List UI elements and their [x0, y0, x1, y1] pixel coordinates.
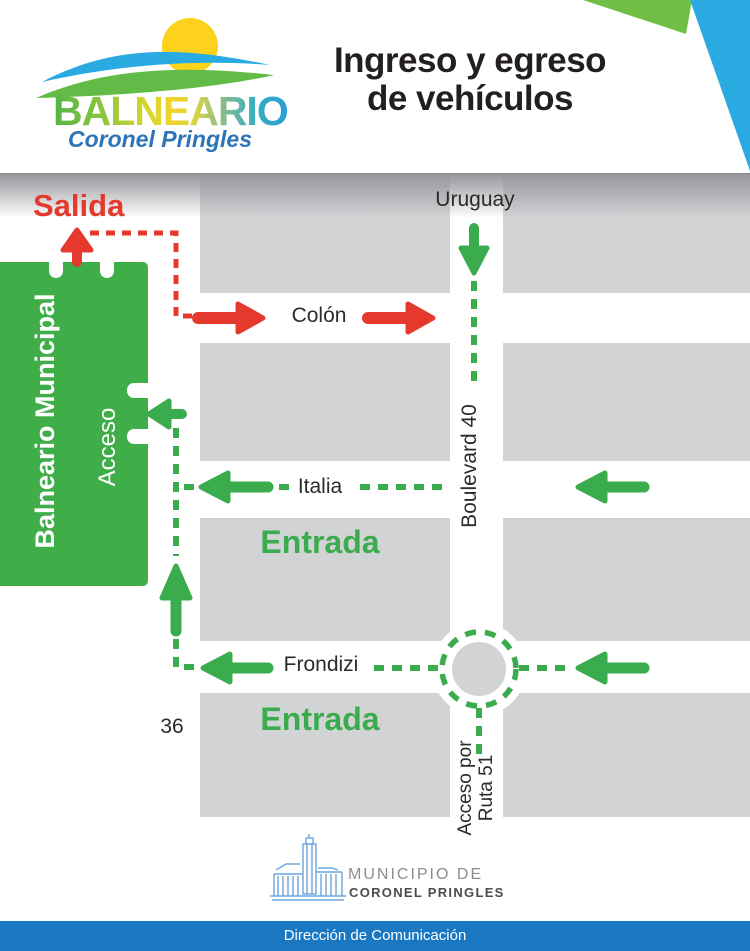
frondizi-far-east-arrow-left-icon: [575, 651, 650, 685]
entrada-label-lower: Entrada: [260, 701, 380, 737]
page-title-line1: Ingreso y egreso: [333, 41, 607, 80]
green-triangle-icon: [583, 0, 692, 34]
brand-wordmark: BALNEARIO: [53, 88, 289, 134]
street-label-uruguay: Uruguay: [435, 188, 515, 211]
map-top-shadow: [0, 173, 750, 218]
corner-decoration: [583, 0, 750, 171]
entrada-label-upper: Entrada: [260, 524, 380, 560]
footer-bar-text: Dirección de Comunicación: [283, 927, 467, 944]
cyan-triangle-icon: [690, 0, 750, 171]
italia-arrow-left-icon: [198, 470, 274, 504]
street-label-boulevard40: Boulevard 40: [458, 404, 481, 528]
city-block-e3: [503, 518, 750, 641]
exit-arrow-up-icon: [60, 227, 94, 267]
green-wave-icon: [36, 69, 274, 98]
salida-label: Salida: [33, 188, 125, 223]
facility-name-label: Balneario Municipal: [30, 293, 60, 549]
municipio-building-icon: [270, 834, 346, 901]
street-label-ruta51: Acceso por Ruta 51: [455, 728, 497, 848]
municipio-label-line1: MUNICIPIO DE: [348, 866, 484, 883]
access-arrow-up-icon: [159, 563, 193, 637]
ruta51-line2: Ruta 51: [476, 754, 497, 822]
uruguay-arrow-down-icon: [458, 223, 490, 276]
city-block-w2: [200, 343, 450, 461]
facility-access-notch: [127, 429, 148, 444]
page-title-line2: de vehículos: [366, 79, 574, 118]
balneario-facility-block: [0, 262, 148, 586]
header: BALNEARIO Coronel Pringles Ingreso y egr…: [0, 0, 750, 173]
blue-wave-icon: [42, 51, 270, 82]
ruta51-line1: Acceso por: [455, 740, 476, 836]
city-block-e4: [503, 693, 750, 817]
city-block-w4-entrada: [200, 693, 450, 817]
street-label-colon: Colón: [291, 304, 347, 327]
balneario-logo-icon: [36, 18, 274, 98]
italia-far-east-arrow-left-icon: [575, 470, 650, 504]
entry-routes: [146, 223, 650, 756]
footer-bar: Dirección de Comunicación: [0, 921, 750, 951]
access-street-dashes-lower: [173, 639, 197, 670]
access-arrow-left-icon: [146, 398, 187, 430]
facility-gate-notch: [100, 262, 114, 278]
street-label-frondizi: Frondizi: [283, 653, 359, 676]
city-block-w3-entrada: [200, 518, 450, 641]
colon-arrow-right-2-icon: [362, 301, 436, 335]
municipio-label-line2: CORONEL PRINGLES: [349, 885, 505, 900]
colon-arrow-right-1-icon: [192, 301, 266, 335]
facility-access-label: Acceso: [94, 407, 121, 487]
facility-gate-notch: [49, 262, 63, 278]
block-number-label: 36: [160, 715, 184, 738]
page-title: Ingreso y egreso de vehículos: [320, 42, 620, 118]
facility-access-notch: [127, 383, 148, 398]
roundabout-island: [452, 642, 506, 696]
frondizi-arrow-left-icon: [200, 651, 274, 685]
brand-subtitle: Coronel Pringles: [67, 126, 252, 152]
city-block-e2: [503, 343, 750, 461]
street-label-italia: Italia: [297, 475, 343, 498]
